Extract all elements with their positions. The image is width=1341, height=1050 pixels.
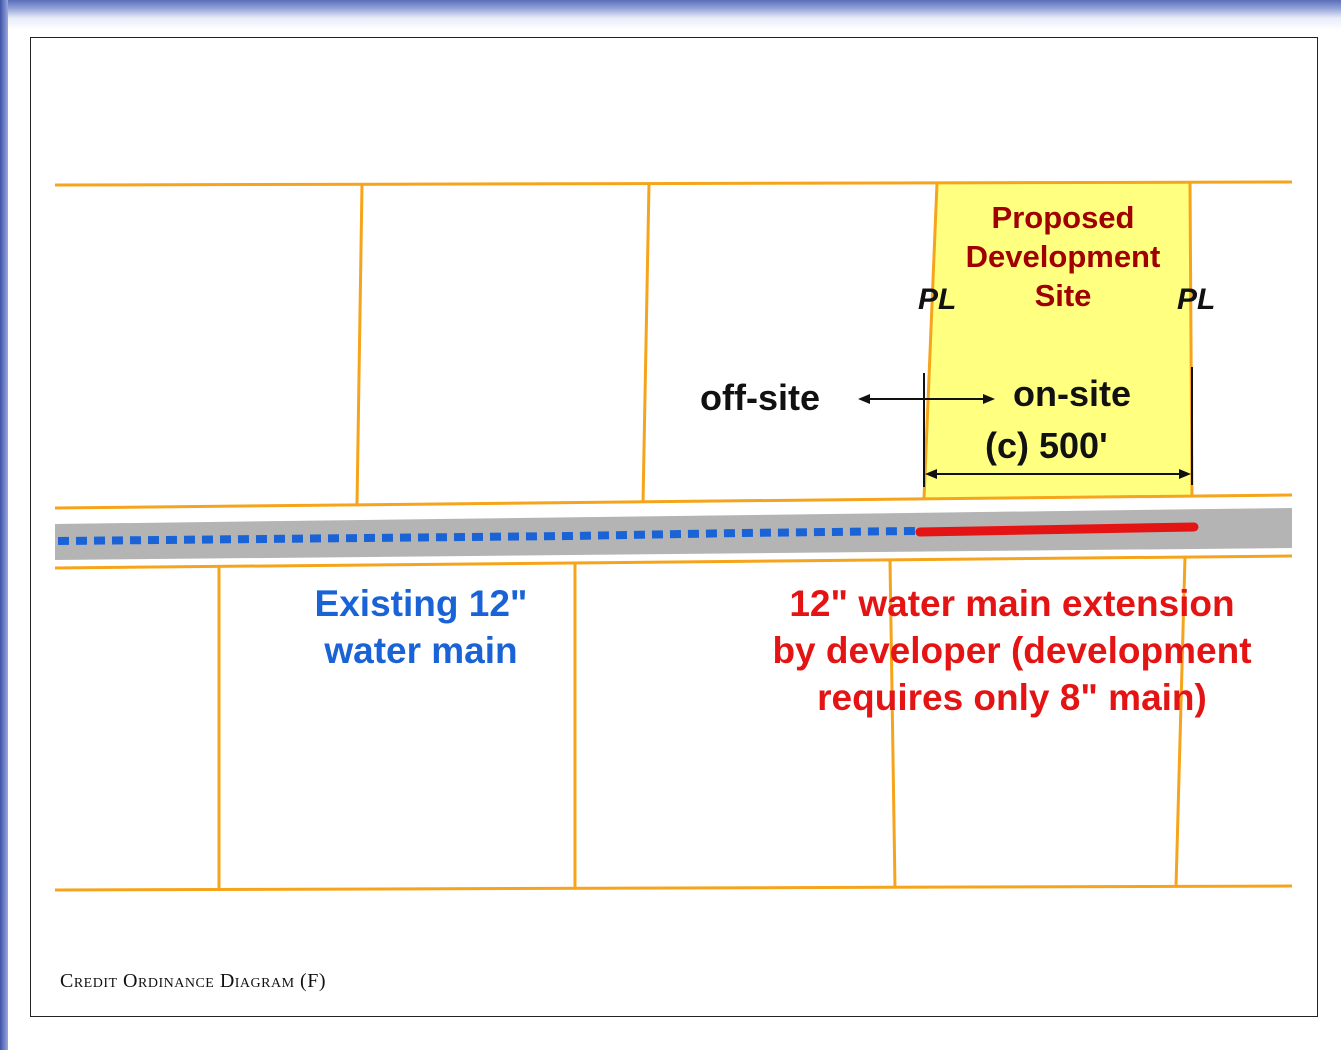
extension-line-2: by developer (development <box>772 630 1252 671</box>
off-site-label: off-site <box>700 377 820 418</box>
site-title-line-3: Site <box>1034 278 1092 313</box>
existing-main-line-2: water main <box>324 630 518 671</box>
frontage-dimension-label: (c) 500' <box>985 425 1108 466</box>
property-line-marker-right: PL <box>1177 283 1216 316</box>
on-site-label: on-site <box>1013 373 1132 414</box>
site-title-line-1: Proposed <box>991 200 1135 235</box>
extension-label: 12" water main extension by developer (d… <box>740 580 1284 721</box>
diagram-caption: Credit Ordinance Diagram (F) <box>60 970 326 992</box>
extension-line-1: 12" water main extension <box>789 583 1235 624</box>
development-site-title: Proposed Development Site <box>920 198 1206 315</box>
site-title-line-2: Development <box>965 239 1161 274</box>
existing-water-main-label: Existing 12" water main <box>290 580 552 674</box>
dimension-markers <box>858 367 1193 487</box>
existing-water-main-line <box>57 527 916 545</box>
property-line-marker-left: PL <box>918 283 957 316</box>
lot-lines <box>54 180 1293 892</box>
development-site-area <box>924 183 1192 499</box>
slide-left-edge <box>0 0 8 1050</box>
water-main-extension-line <box>915 522 1199 537</box>
extension-line-3: requires only 8" main) <box>817 677 1207 718</box>
existing-main-line-1: Existing 12" <box>314 583 528 624</box>
